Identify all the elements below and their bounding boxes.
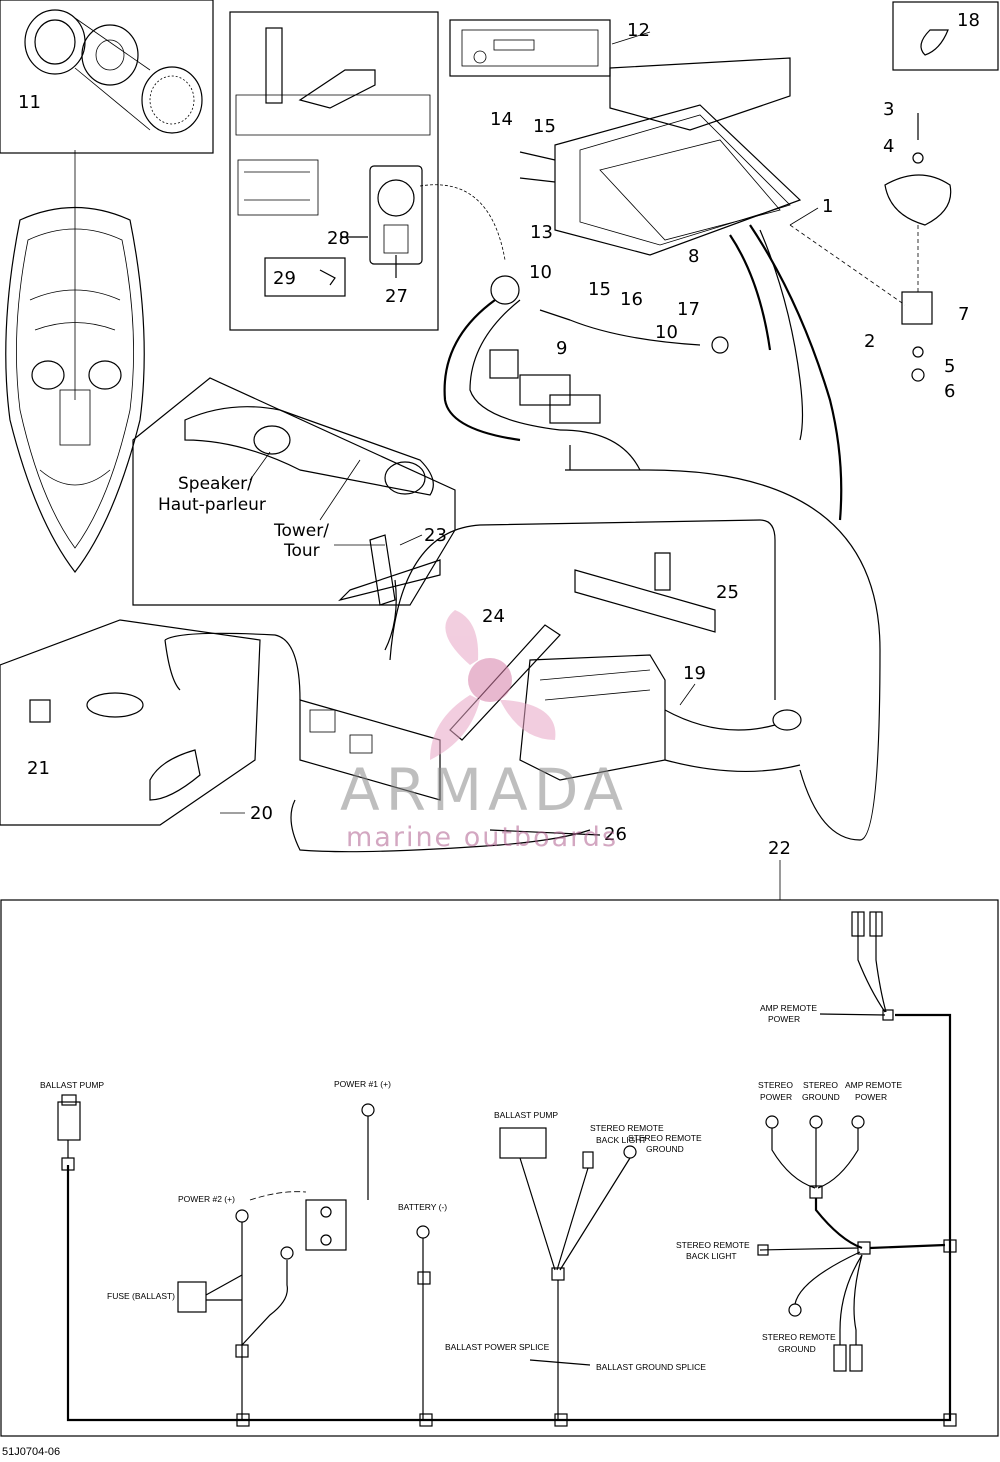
callout-1: 1 — [822, 196, 833, 217]
ballast-pump-mid-label: BALLAST PUMP — [494, 1110, 558, 1120]
watermark-tagline: marine outboards — [346, 822, 618, 853]
callout-11: 11 — [18, 92, 41, 113]
callout-7: 7 — [958, 304, 969, 325]
mounting-hardware: 18 3 4 2 7 5 6 — [789, 1, 999, 402]
callout-29: 29 — [273, 268, 296, 289]
stereo-power-1: STEREO — [758, 1080, 793, 1090]
console-panel: 21 20 — [0, 619, 301, 826]
amplifier-assembly: 25 24 26 19 22 — [290, 519, 802, 900]
callout-25: 25 — [716, 582, 739, 603]
callout-13: 13 — [530, 222, 553, 243]
callout-26: 26 — [604, 824, 627, 845]
callout-28: 28 — [327, 228, 350, 249]
callout-17: 17 — [677, 299, 700, 320]
power1-label: POWER #1 (+) — [334, 1079, 391, 1089]
amp-remote-power-top-2: POWER — [768, 1014, 800, 1024]
callout-3: 3 — [883, 99, 894, 120]
stereo-head-unit: 12 14 15 13 15 16 8 1 — [449, 19, 843, 521]
callout-14: 14 — [490, 109, 513, 130]
callout-22: 22 — [768, 838, 791, 859]
callout-21: 21 — [27, 758, 50, 779]
stereo-remote-back-light-2: BACK LIGHT — [596, 1135, 647, 1145]
stereo-remote-ground-r1: STEREO REMOTE — [762, 1332, 836, 1342]
battery-label: BATTERY (-) — [398, 1202, 447, 1212]
stereo-remote-back-light-1: STEREO REMOTE — [590, 1123, 664, 1133]
callout-20: 20 — [250, 803, 273, 824]
speaker-grille-box: 11 — [0, 0, 214, 154]
wiring-schematic: BALLAST PUMP POWER #2 (+) FUSE (BALLAST)… — [0, 899, 999, 1437]
stereo-remote-ground-r2: GROUND — [778, 1344, 816, 1354]
speaker-label-fr: Haut-parleur — [158, 495, 266, 515]
callout-2: 2 — [864, 331, 875, 352]
ballast-power-splice-label: BALLAST POWER SPLICE — [445, 1342, 550, 1352]
stereo-remote-ground-2: GROUND — [646, 1144, 684, 1154]
fuse-label: FUSE (BALLAST) — [107, 1291, 175, 1301]
armada-watermark: ARMADA marine outboards — [340, 610, 629, 853]
callout-12: 12 — [627, 20, 650, 41]
tower-speaker-box: Speaker/ Haut-parleur Tower/ Tour 23 — [132, 377, 456, 651]
callout-8: 8 — [688, 246, 699, 267]
callout-5: 5 — [944, 356, 955, 377]
callout-6: 6 — [944, 381, 955, 402]
power2-label: POWER #2 (+) — [178, 1194, 235, 1204]
callout-15: 15 — [533, 116, 556, 137]
callout-18: 18 — [957, 10, 980, 31]
remote-control-box: 28 29 27 — [229, 11, 506, 331]
callout-27: 27 — [385, 286, 408, 307]
stereo-ground-2: GROUND — [802, 1092, 840, 1102]
speaker-label-en: Speaker/ — [178, 474, 253, 494]
tower-label-fr: Tour — [283, 541, 320, 561]
footer-code: 51J0704-06 — [2, 1446, 60, 1458]
stereo-remote-ground-1: STEREO REMOTE — [628, 1133, 702, 1143]
amp-remote-power-2: POWER — [855, 1092, 887, 1102]
tower-label-en: Tower/ — [273, 521, 329, 541]
callout-4: 4 — [883, 136, 894, 157]
amp-remote-power-top-1: AMP REMOTE — [760, 1003, 817, 1013]
ballast-pump-left-label: BALLAST PUMP — [40, 1080, 104, 1090]
callout-16: 16 — [620, 289, 643, 310]
ballast-ground-splice-label: BALLAST GROUND SPLICE — [596, 1362, 706, 1372]
stereo-ground-1: STEREO — [803, 1080, 838, 1090]
amp-remote-power-1: AMP REMOTE — [845, 1080, 902, 1090]
callout-15: 15 — [588, 279, 611, 300]
watermark-brand: ARMADA — [340, 756, 629, 824]
stereo-remote-back-light-r1: STEREO REMOTE — [676, 1240, 750, 1250]
callout-23: 23 — [424, 525, 447, 546]
stereo-harness: 10 9 17 10 — [443, 234, 881, 841]
callout-10: 10 — [655, 322, 678, 343]
boat-top-view — [5, 150, 145, 573]
callout-9: 9 — [556, 338, 567, 359]
stereo-remote-back-light-r2: BACK LIGHT — [686, 1251, 737, 1261]
callout-10: 10 — [529, 262, 552, 283]
callout-24: 24 — [482, 606, 505, 627]
callout-19: 19 — [683, 663, 706, 684]
stereo-power-2: POWER — [760, 1092, 792, 1102]
